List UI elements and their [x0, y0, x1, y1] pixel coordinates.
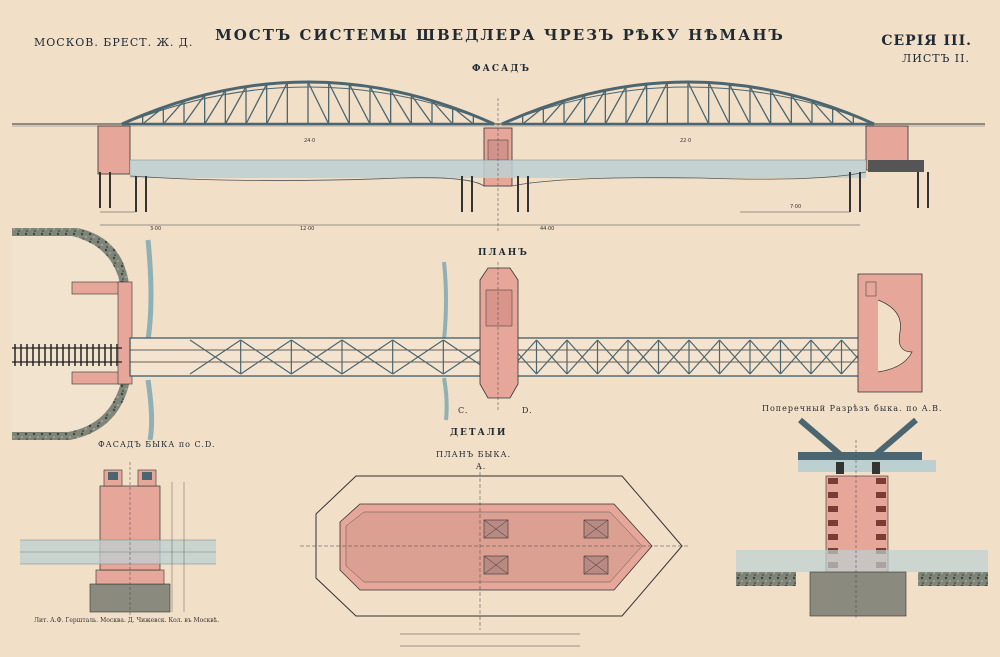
right-embankment — [868, 160, 924, 172]
details-label: ДЕТАЛИ — [450, 428, 508, 438]
facade-label: ФАСАДЪ — [472, 64, 531, 74]
svg-text:22·0: 22·0 — [680, 138, 691, 144]
plan-view — [12, 228, 923, 441]
facade-elevation — [12, 80, 985, 232]
page-title: МОСТЪ СИСТЕМЫ ШВЕДЛЕРА ЧРЕЗЪ РѢКУ НѢМАНЪ — [215, 26, 785, 44]
series-number: СЕРІЯ III. — [881, 33, 972, 49]
railway-name: МОСКОВ. БРЕСТ. Ж. Д. — [34, 36, 194, 49]
lithographer-imprint: Лит. А.Ф. Гершталь. Москва. Д. Чижевск. … — [34, 617, 220, 624]
pier-facade-label: ФАСАДЪ БЫКА по C.D. — [98, 440, 216, 449]
sheet-number: ЛИСТЪ II. — [902, 52, 970, 65]
point-c-label: C. — [458, 406, 469, 415]
left-span-deck — [129, 337, 501, 377]
svg-text:44·00: 44·00 — [540, 226, 554, 232]
cross-section-label: Поперечный Разрѣзъ быка. по A.B. — [762, 404, 943, 413]
pier-plan-label: ПЛАНЪ БЫКА. — [436, 450, 512, 459]
point-d-label: D. — [522, 406, 533, 415]
point-a-label: A. — [476, 462, 487, 471]
left-truss-span — [121, 80, 495, 126]
left-abutment — [97, 125, 131, 175]
svg-text:24·0: 24·0 — [304, 138, 315, 144]
right-truss-span — [501, 80, 875, 126]
right-span-deck — [499, 337, 875, 377]
pier-plan-detail — [300, 466, 690, 647]
pier-facade-detail — [20, 462, 216, 616]
dimension-marks: 24·0 22·0 44·00 12·00 3·00 7·00 — [150, 138, 801, 232]
svg-text:12·00: 12·00 — [300, 226, 314, 232]
pier-cross-section — [736, 417, 988, 620]
plan-label: ПЛАНЪ — [478, 248, 529, 258]
svg-text:3·00: 3·00 — [150, 226, 161, 232]
svg-text:7·00: 7·00 — [790, 204, 801, 210]
pier-plan-outline — [479, 267, 519, 399]
